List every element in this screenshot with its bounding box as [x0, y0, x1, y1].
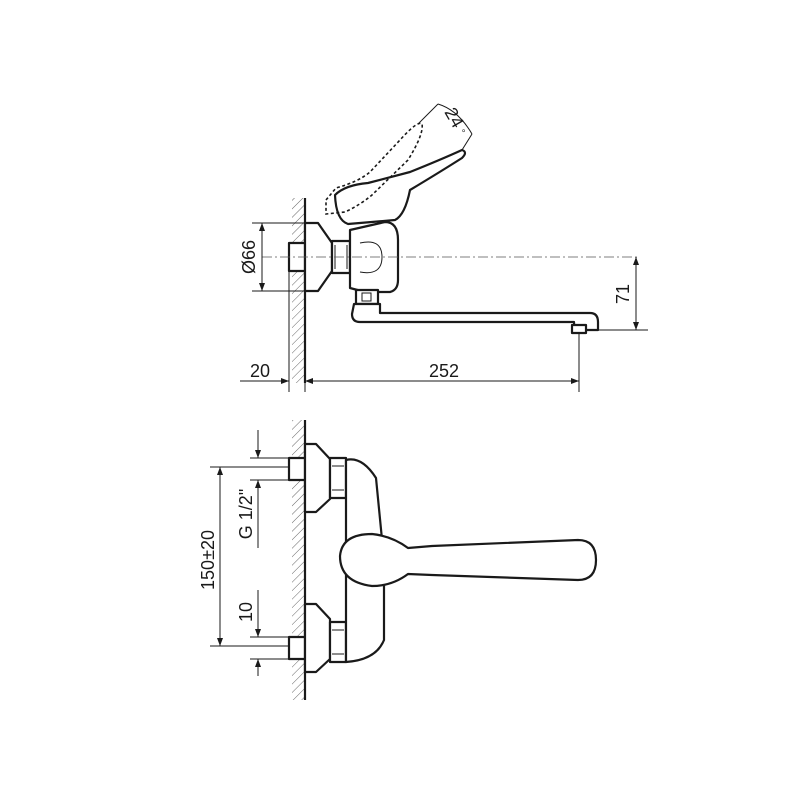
- spout-top: [350, 302, 600, 332]
- cartridge-outline: [359, 241, 383, 274]
- angle-label: 24°: [441, 104, 472, 138]
- angle-arc: [437, 103, 473, 135]
- eccentric-connector-lower: [287, 635, 307, 661]
- front-view: 150±20 G 1/2" 10: [198, 420, 598, 700]
- nut-lower: [328, 620, 348, 664]
- flange-lower: [303, 602, 332, 674]
- outlet-height-label: 71: [613, 284, 633, 304]
- flange-upper: [303, 442, 332, 514]
- side-view: 24° Ø66 71 20 25: [239, 103, 648, 392]
- aerator: [570, 323, 588, 335]
- nut-upper: [328, 456, 348, 500]
- thread-label: G 1/2": [236, 489, 256, 539]
- wall-hatching-bottom: [292, 420, 305, 700]
- center-distance-label: 150±20: [198, 530, 218, 590]
- diverter-block: [354, 288, 380, 306]
- lever-handle-top: [333, 148, 467, 226]
- eccentric-offset-label: 10: [236, 602, 256, 622]
- diameter-label: Ø66: [239, 240, 259, 274]
- wall-offset-label: 20: [250, 361, 270, 381]
- spout-reach-label: 252: [429, 361, 459, 381]
- lever-handle-front: [338, 532, 598, 588]
- eccentric-connector-upper: [287, 456, 307, 482]
